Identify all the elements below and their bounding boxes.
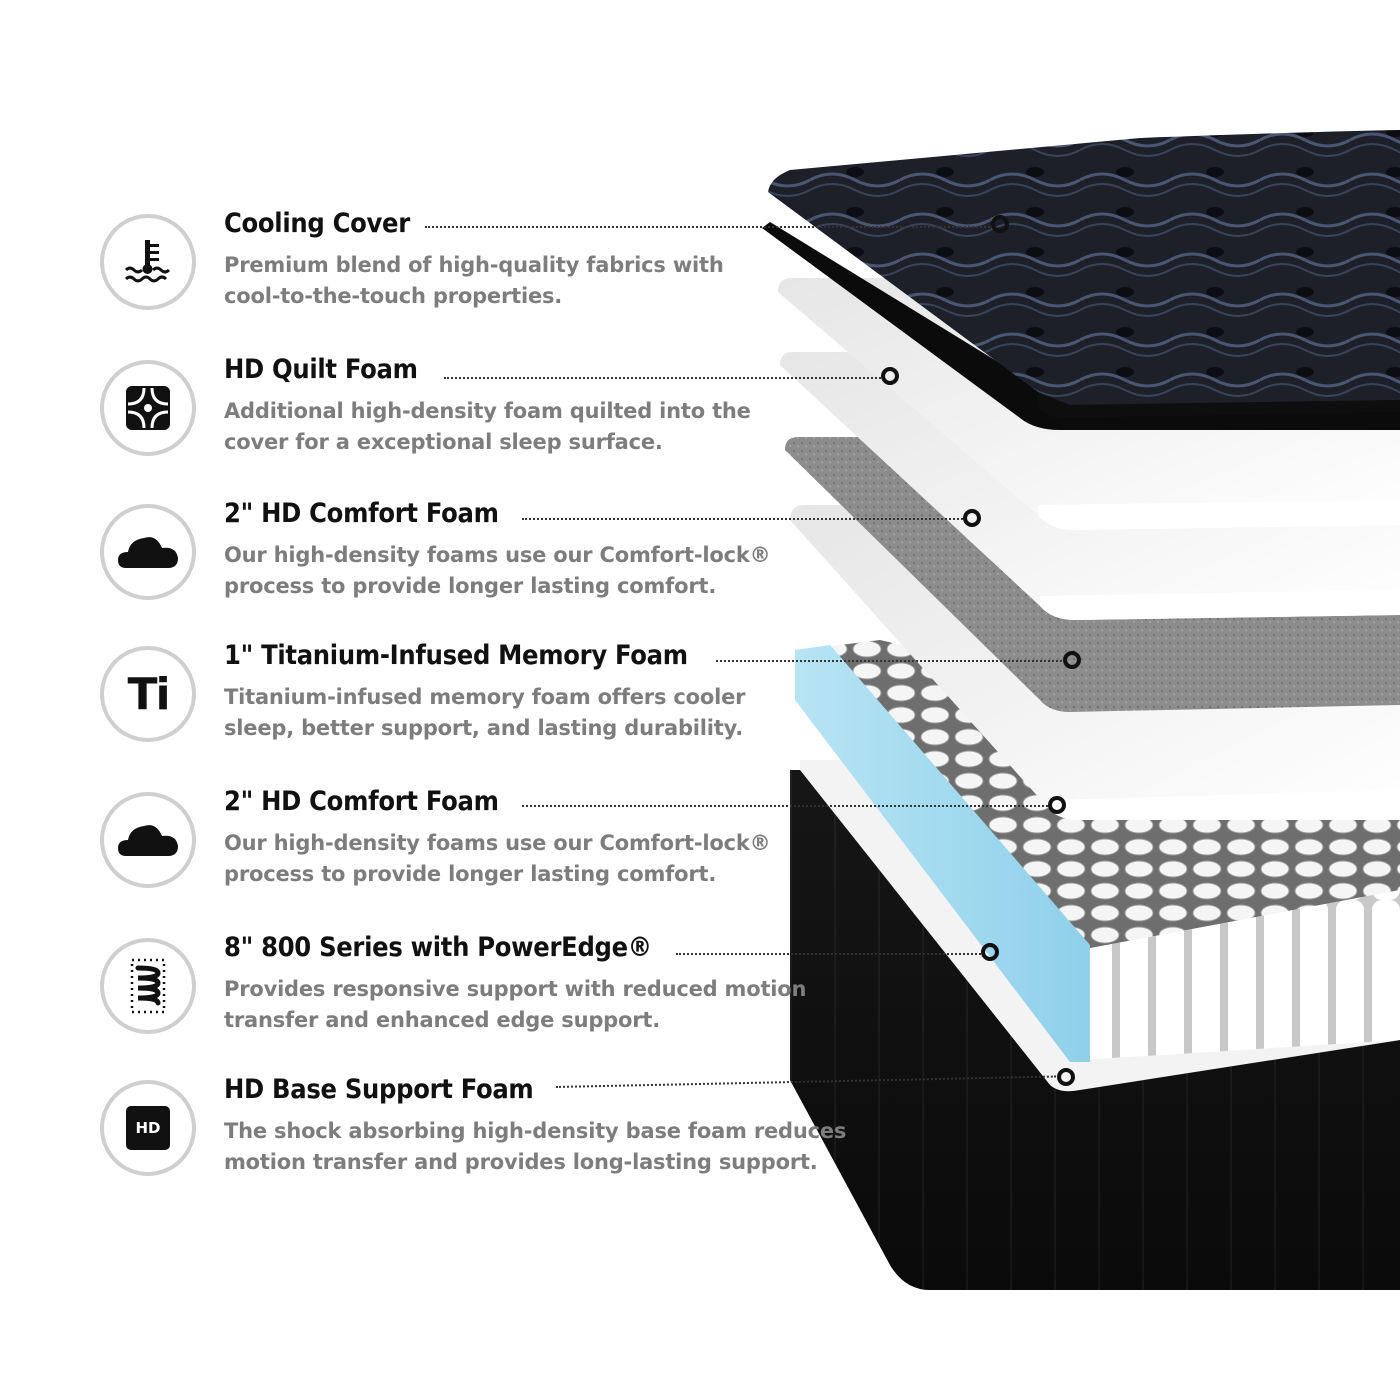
feature-hd-quilt-foam: HD Quilt Foam Additional high-density fo…: [100, 354, 1000, 470]
description-line: Our high-density foams use our Comfort-l…: [224, 543, 771, 567]
feature-hd-comfort-foam-1: 2" HD Comfort Foam Our high-density foam…: [100, 498, 1000, 614]
feature-description: Titanium-infused memory foam offers cool…: [224, 682, 745, 744]
feature-title: HD Base Support Foam: [224, 1074, 534, 1105]
feature-800-series-poweredge: 8" 800 Series with PowerEdge® Provides r…: [100, 932, 1000, 1048]
description-line: process to provide longer lasting comfor…: [224, 862, 717, 886]
feature-description: Additional high-density foam quilted int…: [224, 396, 751, 458]
marker-hd-comfort-foam-1[interactable]: [963, 509, 981, 527]
description-line: The shock absorbing high-density base fo…: [224, 1119, 847, 1143]
marker-hd-quilt-foam[interactable]: [881, 367, 899, 385]
description-line: Our high-density foams use our Comfort-l…: [224, 831, 771, 855]
titanium-ti-icon: Ti: [127, 668, 170, 720]
leader-line-hd-comfort-foam-2: [522, 805, 1048, 807]
icon-circle: [100, 360, 196, 456]
hd-badge-icon: HD: [126, 1106, 170, 1150]
feature-hd-comfort-foam-2: 2" HD Comfort Foam Our high-density foam…: [100, 786, 1000, 902]
coil-spring-icon: [130, 958, 166, 1014]
feature-title: 2" HD Comfort Foam: [224, 498, 499, 529]
description-line: sleep, better support, and lasting durab…: [224, 716, 743, 740]
feature-description: The shock absorbing high-density base fo…: [224, 1116, 846, 1178]
description-line: motion transfer and provides long-lastin…: [224, 1150, 818, 1174]
marker-hd-base-support-foam[interactable]: [1057, 1068, 1075, 1086]
description-line: cover for a exceptional sleep surface.: [224, 430, 663, 454]
feature-description: Our high-density foams use our Comfort-l…: [224, 828, 771, 890]
description-line: process to provide longer lasting comfor…: [224, 574, 717, 598]
feature-titanium-memory-foam: Ti 1" Titanium-Infused Memory Foam Titan…: [100, 640, 1000, 756]
feature-description: Our high-density foams use our Comfort-l…: [224, 540, 771, 602]
icon-circle: HD: [100, 1080, 196, 1176]
feature-title: HD Quilt Foam: [224, 354, 418, 385]
icon-circle: [100, 504, 196, 600]
leader-line-hd-comfort-foam-1: [522, 518, 966, 520]
description-line: Premium blend of high-quality fabrics wi…: [224, 253, 724, 277]
feature-cooling-cover: Cooling Cover Premium blend of high-qual…: [100, 208, 1000, 324]
description-line: transfer and enhanced edge support.: [224, 1008, 660, 1032]
feature-title: 8" 800 Series with PowerEdge®: [224, 932, 652, 963]
feature-description: Provides responsive support with reduced…: [224, 974, 806, 1036]
hd-badge-text: HD: [135, 1119, 161, 1137]
marker-cooling-cover[interactable]: [991, 215, 1009, 233]
feature-title: 1" Titanium-Infused Memory Foam: [224, 640, 688, 671]
leader-line-hd-quilt-foam: [444, 377, 884, 379]
cloud-icon: [118, 825, 178, 856]
description-line: Additional high-density foam quilted int…: [224, 399, 751, 423]
feature-title: 2" HD Comfort Foam: [224, 786, 499, 817]
quilt-pattern-icon: [126, 386, 170, 430]
marker-hd-comfort-foam-2[interactable]: [1048, 796, 1066, 814]
icon-circle: Ti: [100, 646, 196, 742]
feature-hd-base-support-foam: HD HD Base Support Foam The shock absorb…: [100, 1074, 1000, 1190]
feature-description: Premium blend of high-quality fabrics wi…: [224, 250, 724, 312]
feature-title: Cooling Cover: [224, 208, 410, 239]
description-line: Provides responsive support with reduced…: [224, 977, 807, 1001]
icon-circle: [100, 792, 196, 888]
description-line: Titanium-infused memory foam offers cool…: [224, 685, 746, 709]
icon-circle: [100, 938, 196, 1034]
icon-circle: [100, 214, 196, 310]
marker-800-series[interactable]: [981, 943, 999, 961]
leader-line-cooling-cover: [425, 226, 993, 228]
leader-line-800-series: [676, 953, 984, 955]
description-line: cool-to-the-touch properties.: [224, 284, 563, 308]
leader-line-titanium-memory-foam: [716, 660, 1066, 662]
cloud-icon: [118, 537, 178, 568]
marker-titanium-memory-foam[interactable]: [1063, 651, 1081, 669]
thermometer-water-icon: [124, 240, 171, 283]
